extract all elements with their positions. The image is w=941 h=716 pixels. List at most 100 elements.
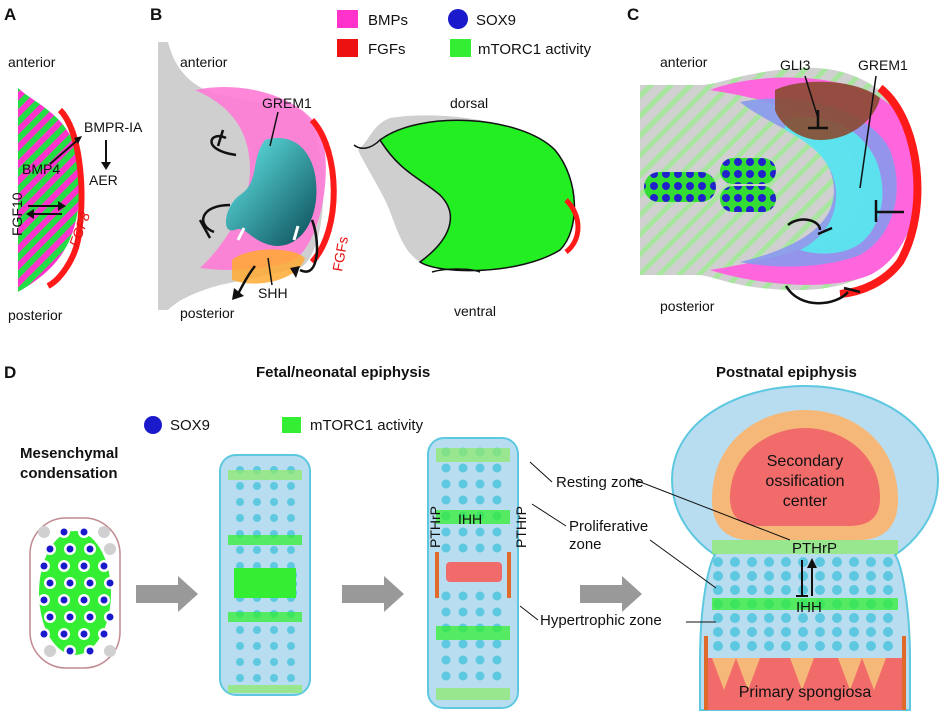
chondrocyte — [441, 527, 451, 537]
legend-d-mtorc1: mTORC1 activity — [310, 417, 424, 434]
chondrocyte — [441, 671, 451, 681]
shh-arrow-2 — [299, 219, 319, 273]
chondrocyte — [475, 639, 485, 649]
chondrocyte — [270, 514, 278, 522]
chondrocyte — [475, 671, 485, 681]
condensation-cell — [104, 645, 116, 657]
chondrocyte — [253, 674, 261, 682]
sox9-nucleus — [40, 596, 48, 604]
chondrocyte — [441, 479, 451, 489]
limb-bud-a — [18, 88, 80, 292]
sox9-nucleus — [46, 579, 54, 587]
chondrocyte — [253, 546, 261, 554]
chondrocyte — [287, 626, 295, 634]
sox9-nucleus — [100, 596, 108, 604]
ventral-label: ventral — [454, 303, 496, 319]
legend-d-mtorc1-swatch — [282, 417, 301, 433]
spongiosa-label: Primary spongiosa — [739, 684, 872, 701]
chondrocyte — [492, 495, 502, 505]
postnatal-chondrocyte — [849, 627, 859, 637]
soc-inner — [730, 428, 880, 526]
chondrocyte — [441, 607, 451, 617]
postnatal-title: Postnatal epiphysis — [716, 364, 857, 381]
postnatal-chondrocyte — [815, 613, 825, 623]
postnatal-chondrocyte — [866, 571, 876, 581]
postnatal-band — [712, 598, 898, 610]
postnatal-chondrocyte — [747, 557, 757, 567]
postnatal-chondrocyte — [713, 613, 723, 623]
chondrocyte — [475, 479, 485, 489]
chondrocyte — [458, 495, 468, 505]
postnatal-chondrocyte — [713, 627, 723, 637]
panel-a: A anterior posterior BMPR-IA BMP4 AER FG… — [4, 5, 143, 323]
mtorc1-domain-b — [378, 119, 576, 272]
postnatal-chondrocyte — [883, 585, 893, 595]
chondrocyte — [458, 527, 468, 537]
chondrocyte — [236, 626, 244, 634]
postnatal-chondrocyte — [849, 557, 859, 567]
condensation-cell — [44, 645, 56, 657]
chondrocyte — [458, 671, 468, 681]
aer-ridge-dv — [564, 198, 581, 254]
chondrocyte — [287, 546, 295, 554]
legend-sox9-dot — [448, 9, 468, 29]
chondrocyte — [458, 479, 468, 489]
postnatal-chondrocyte — [832, 641, 842, 651]
postnatal-chondrocyte — [764, 571, 774, 581]
chondrocyte — [492, 639, 502, 649]
panel-b-letter: B — [150, 5, 162, 24]
postnatal-chondrocyte — [849, 613, 859, 623]
sox9-nucleus — [66, 613, 74, 621]
legend-fgfs: FGFs — [368, 41, 406, 58]
bone-2-bottom-band — [436, 688, 510, 700]
panel-a-anterior: anterior — [8, 54, 56, 70]
postnatal-top-band — [712, 540, 898, 554]
chondrocyte — [475, 463, 485, 473]
chondrocyte — [287, 658, 295, 666]
chondrocyte — [270, 642, 278, 650]
chondrocyte — [253, 626, 261, 634]
chondrocyte — [492, 671, 502, 681]
postnatal-chondrocyte — [849, 571, 859, 581]
chondrocyte — [441, 495, 451, 505]
postnatal-chondrocyte — [747, 627, 757, 637]
sox9-nucleus — [60, 562, 68, 570]
chondrocyte — [492, 463, 502, 473]
sox9-nucleus — [80, 528, 88, 536]
chondrocyte — [458, 655, 468, 665]
legend-d-sox9-dot — [144, 416, 162, 434]
chondrocyte — [492, 591, 502, 601]
chondrocyte — [441, 591, 451, 601]
chondrocyte — [270, 674, 278, 682]
postnatal-chondrocyte — [764, 613, 774, 623]
postnatal-chondrocyte — [815, 557, 825, 567]
bone-1-bottom-band — [228, 685, 302, 693]
postnatal-chondrocyte — [883, 557, 893, 567]
panel-a-posterior: posterior — [8, 307, 63, 323]
panel-d: D Fetal/neonatal epiphysis Postnatal epi… — [4, 363, 940, 711]
legend-fgfs-swatch — [337, 39, 358, 57]
bone-2-ossification — [446, 562, 502, 582]
panel-d-letter: D — [4, 363, 16, 382]
grem1-domain — [225, 138, 317, 246]
bone-1-mtorc1-band — [234, 568, 296, 598]
proliferative-label-1: Proliferative — [569, 518, 648, 535]
postnatal-chondrocyte — [866, 557, 876, 567]
panel-b: B anterior posterior GREM1 SHH FGFs dors… — [150, 5, 581, 321]
sox9-nucleus — [66, 545, 74, 553]
chondrocyte — [236, 658, 244, 666]
sox9-nucleus — [86, 647, 94, 655]
sox9-nucleus — [40, 562, 48, 570]
fgf10-label: FGF10 — [9, 192, 25, 236]
chondrocyte — [253, 658, 261, 666]
postnatal-chondrocyte — [713, 571, 723, 581]
condensation-green — [39, 531, 111, 655]
postnatal-chondrocyte — [883, 641, 893, 651]
sox9-nucleus — [80, 630, 88, 638]
postnatal-chondrocyte — [781, 641, 791, 651]
bmpr-label: BMPR-IA — [84, 119, 143, 135]
chondrocyte — [475, 607, 485, 617]
shh-label: SHH — [258, 285, 288, 301]
inhibit-arc-c-2 — [784, 285, 849, 305]
